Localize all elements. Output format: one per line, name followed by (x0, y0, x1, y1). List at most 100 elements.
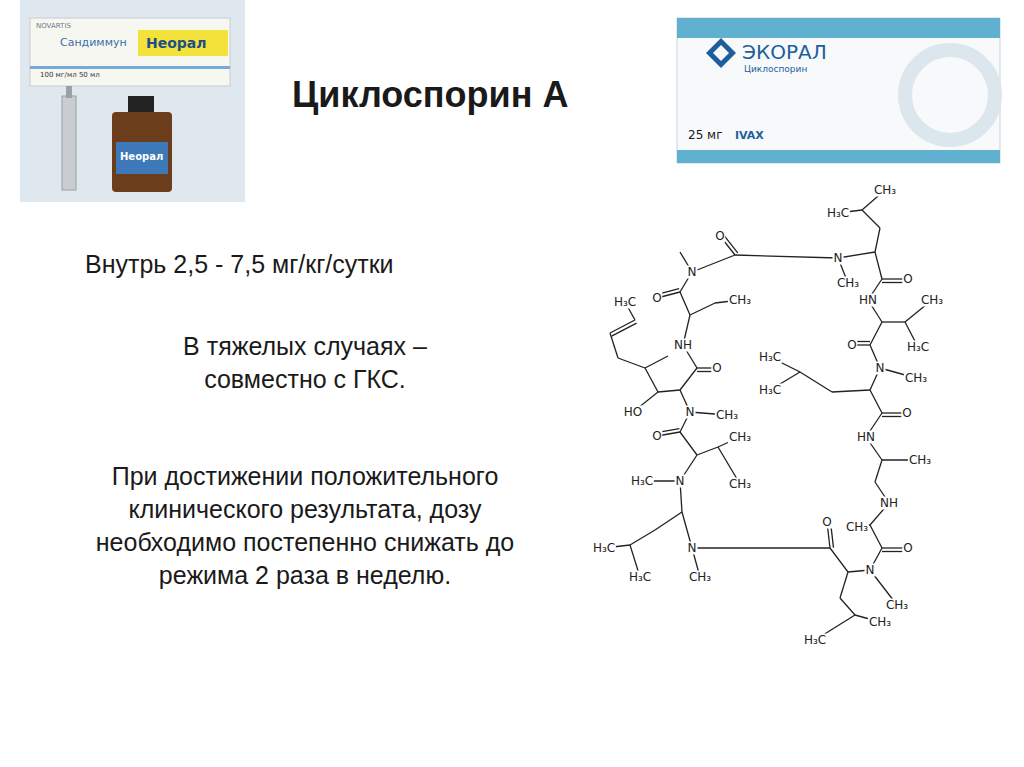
note-text: При достижении положительного клиническо… (95, 460, 515, 592)
atom-label: H₃C (758, 351, 782, 364)
atom-label: N (687, 266, 698, 279)
atom-label: CH₃ (715, 409, 739, 422)
chemical-bond (875, 228, 880, 252)
atom-label: N (675, 475, 686, 488)
chemical-bond (612, 323, 637, 336)
atom-label: N (833, 252, 844, 265)
brand-text: IVAX (735, 129, 764, 142)
atom-label: H₃C (826, 207, 850, 220)
atom-label: CH₃ (920, 294, 944, 307)
drug-box (30, 18, 230, 86)
package-text: 25 мг (688, 128, 722, 142)
bottle (112, 112, 172, 192)
dosage-text: Внутрь 2,5 - 7,5 мг/кг/сутки (85, 248, 394, 281)
bottle-label (116, 142, 168, 174)
atom-label: HO (623, 406, 643, 419)
atom-label: CH₃ (688, 571, 712, 584)
brand-text: Сандиммун (60, 36, 127, 49)
box-line (30, 66, 230, 69)
syringe (62, 96, 76, 190)
atom-label: O (821, 516, 832, 529)
chemical-bond (692, 255, 735, 272)
atom-label: N (687, 542, 698, 555)
chemical-bond (875, 460, 882, 482)
chemical-bond (838, 252, 875, 258)
atom-label: O (711, 362, 722, 375)
box-band (677, 150, 1000, 163)
atom-label: O (651, 292, 662, 305)
chemical-bond (875, 252, 882, 279)
atom-label: CH₃ (845, 521, 869, 534)
chemical-bond (655, 512, 682, 530)
chemical-bond (680, 292, 690, 315)
atom-label: NH (673, 339, 693, 352)
chemical-bond (840, 572, 848, 598)
atom-label: CH₃ (873, 184, 897, 197)
atom-label: CH₃ (868, 616, 892, 629)
atom-label: CH₃ (908, 454, 932, 467)
atom-label: HN (856, 431, 876, 444)
chemical-bond (870, 390, 882, 413)
package-text: Циклоспорин (744, 64, 807, 74)
atom-label: H₃C (906, 341, 930, 354)
chemical-bond (870, 322, 882, 345)
chemical-bond (630, 530, 655, 545)
chemical-bond (862, 210, 880, 228)
atom-label: CH₃ (728, 294, 752, 307)
chemical-bond (680, 368, 697, 390)
atom-label: O (846, 339, 857, 352)
atom-label: H₃C (628, 571, 652, 584)
atom-label: O (651, 430, 662, 443)
atom-label: CH₃ (904, 372, 928, 385)
capsule-box (677, 18, 1000, 163)
bottle-cap (128, 96, 154, 112)
logo-diamond (713, 45, 729, 61)
atom-label: N (865, 564, 876, 577)
chemical-bond (618, 358, 645, 368)
chemical-bond (882, 321, 905, 322)
chemical-bond (830, 548, 848, 572)
chemical-bond (800, 372, 832, 392)
atom-label: H₃C (630, 475, 654, 488)
chemical-bond (645, 356, 668, 368)
photo-ground (20, 0, 245, 202)
slide-title: Циклоспорин А (292, 74, 568, 116)
chemical-bond (692, 547, 830, 548)
box-stripe (138, 30, 228, 56)
atom-label: O (901, 407, 912, 420)
box-band (677, 18, 1000, 38)
atom-label: CH₃ (728, 431, 752, 444)
atom-label: H₃C (592, 542, 616, 555)
atom-label: N (875, 362, 886, 375)
chemical-bond (870, 525, 882, 548)
box-watermark (905, 50, 995, 140)
chemical-bond (610, 333, 618, 358)
chemical-bond (645, 368, 658, 392)
atom-label: CH₃ (836, 277, 860, 290)
atom-label: H₃C (613, 296, 637, 309)
atom-label: O (714, 230, 725, 243)
atom-label: H₃C (758, 384, 782, 397)
chemical-bond (658, 390, 680, 392)
chemical-bond (697, 447, 718, 455)
atom-label: O (902, 273, 913, 286)
bottle-text: Неорал (120, 151, 163, 162)
chemical-bond (680, 432, 697, 455)
note-text: В тяжелых случаях – совместно с ГКС. (145, 330, 465, 396)
atom-label: N (685, 406, 696, 419)
chemical-bond (840, 598, 855, 615)
package-text: 100 мг/мл 50 мл (40, 71, 100, 79)
atom-label: H₃C (803, 634, 827, 647)
atom-label: HN (858, 294, 878, 307)
chemical-bond (832, 390, 870, 392)
atom-label: CH₃ (728, 478, 752, 491)
brand-text: Неорал (146, 35, 207, 51)
syringe-tip (66, 86, 72, 98)
brand-text: NOVARTIS (36, 22, 71, 30)
chemical-bond (690, 303, 715, 315)
brand-text: ЭКОРАЛ (742, 40, 827, 64)
chemical-bond (735, 255, 838, 258)
atom-label: NH (879, 497, 899, 510)
